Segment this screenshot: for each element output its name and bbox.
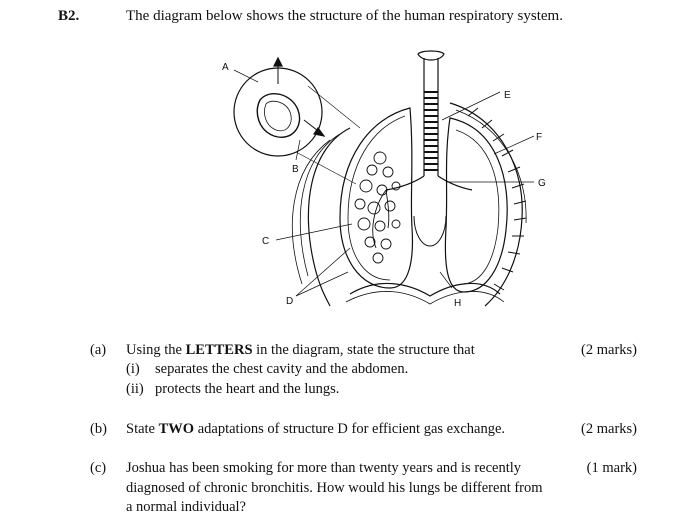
part-b-text-pre: State (126, 421, 159, 437)
label-F: F (536, 132, 542, 143)
part-a-text-pre: Using the (126, 342, 186, 358)
part-b-text-post: adaptations of structure D for efficient… (194, 421, 506, 437)
part-a-sub-i-text: separates the chest cavity and the abdom… (155, 361, 409, 377)
part-c-line-2: diagnosed of chronic bronchitis. How wou… (126, 480, 543, 496)
respiratory-system-diagram: A B C D E F G H (222, 50, 546, 309)
question-intro: The diagram below shows the structure of… (126, 8, 563, 24)
part-a-sub-i-num: (i) (126, 361, 140, 377)
part-b-marks: (2 marks) (581, 421, 637, 437)
part-a-marks: (2 marks) (581, 342, 637, 358)
part-b-letter: (b) (90, 421, 107, 437)
label-B: B (292, 164, 299, 175)
part-b-text-bold: TWO (158, 421, 195, 437)
part-c-line-3: a normal individual? (126, 499, 246, 515)
label-G: G (538, 178, 546, 189)
question-number: B2. (58, 8, 80, 24)
part-c-letter: (c) (90, 460, 107, 476)
label-A: A (222, 62, 229, 73)
label-C: C (262, 236, 269, 247)
label-E: E (504, 90, 511, 101)
label-D: D (286, 296, 293, 307)
part-b-question: State TWO adaptations of structure D for… (126, 421, 505, 438)
part-a-sub-ii-num: (ii) (126, 381, 144, 397)
part-a-text-post: in the diagram, state the structure that (252, 342, 475, 358)
label-H: H (454, 298, 461, 309)
part-a-question: Using the LETTERS in the diagram, state … (126, 342, 475, 359)
part-a-text-bold: LETTERS (185, 342, 253, 358)
part-c-marks: (1 mark) (586, 460, 637, 476)
part-a-letter: (a) (90, 342, 107, 358)
part-a-sub-ii-text: protects the heart and the lungs. (155, 381, 340, 397)
part-c-line-1: Joshua has been smoking for more than tw… (126, 460, 522, 476)
